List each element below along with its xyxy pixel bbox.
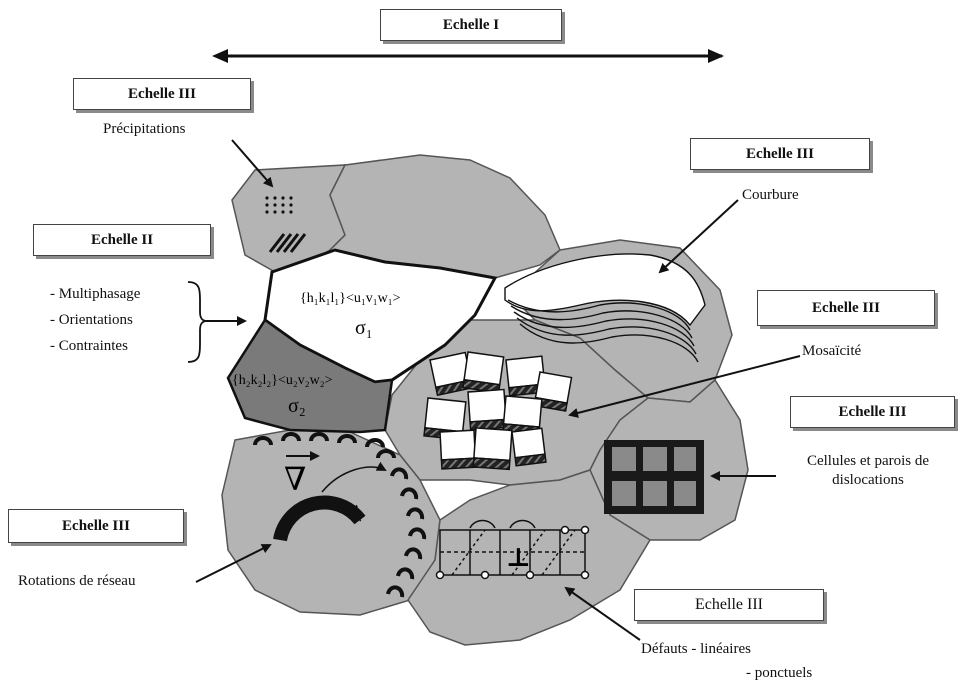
precipitations-arrow <box>231 139 274 188</box>
cells-label: Cellules et parois de dislocations <box>776 452 960 490</box>
mosaicity-label: Mosaïcité <box>802 343 862 359</box>
curvature-label: Courbure <box>742 187 799 203</box>
grain-2 <box>226 318 394 434</box>
stresses-label: - Contraintes <box>50 338 128 354</box>
dislocation-symbol: ⊥ <box>506 543 531 572</box>
gradient-curve <box>321 461 387 493</box>
scale-3-curvature-box: Echelle III <box>690 138 870 170</box>
pointer-arrows <box>195 139 801 641</box>
curvature-sheets <box>504 253 706 363</box>
dislocation-cells <box>604 440 704 514</box>
grain-top-center <box>328 154 561 279</box>
scale-3-rotations-box: Echelle III <box>8 509 184 543</box>
precipitate-hatch <box>268 233 307 253</box>
precipitations-label: Précipitations <box>103 121 186 137</box>
scale-3-cells-box: Echelle III <box>790 396 955 428</box>
scale-3-defects-label: Echelle III <box>695 596 763 613</box>
scale-3-mosaicity-label: Echelle III <box>812 299 880 316</box>
scale-1-label: Echelle I <box>442 16 500 33</box>
grain-defects <box>407 469 652 646</box>
scale-3-curvature-label: Echelle III <box>746 145 814 162</box>
scale-3-mosaicity-box: Echelle III <box>757 290 935 326</box>
scale-3-precipitations-label: Echelle III <box>128 85 196 102</box>
scale-3-defects-box: Echelle III <box>634 589 824 621</box>
scale-3-precipitations-box: Echelle III <box>73 78 251 110</box>
grain-2-orientation: {h₂k₂l₂}<u₂v₂w₂> <box>232 373 333 388</box>
orientations-label: - Orientations <box>50 312 133 328</box>
grain-1-stress: σ₁ <box>355 317 373 339</box>
mosaic-blocks <box>423 351 573 471</box>
defects-label-line-2: - ponctuels <box>746 665 813 681</box>
scale-2-box: Echelle II <box>33 224 211 256</box>
mosaicity-arrow <box>568 355 801 418</box>
gradient-symbol: ∇ <box>284 461 306 497</box>
defects-label-line-1: Défauts - linéaires <box>641 641 751 657</box>
cells-label-line-2: dislocations <box>832 472 904 488</box>
grain-2-stress: σ₂ <box>288 395 306 417</box>
rotations-arrow <box>195 544 272 583</box>
precipitate-dots <box>265 196 293 214</box>
grain-1-orientation: {h₁k₁l₁}<u₁v₁w₁> <box>300 291 401 306</box>
curvature-arrow <box>658 199 739 274</box>
scale-2-brace <box>187 281 208 363</box>
defects-arrow <box>564 586 641 641</box>
defect-points <box>435 525 590 580</box>
rotations-label: Rotations de réseau <box>18 573 136 589</box>
scale-3-cells-label: Echelle III <box>838 403 907 420</box>
defect-lattice <box>439 519 586 576</box>
scale-3-rotations-label: Echelle III <box>62 517 130 534</box>
rotation-small-arcs <box>253 432 427 598</box>
cells-label-line-1: Cellules et parois de <box>806 453 930 469</box>
multiphase-label: - Multiphasage <box>50 286 141 302</box>
scale-1-box: Echelle I <box>380 9 562 41</box>
big-rotation-arrow <box>273 495 366 542</box>
scale-2-label: Echelle II <box>90 231 154 248</box>
